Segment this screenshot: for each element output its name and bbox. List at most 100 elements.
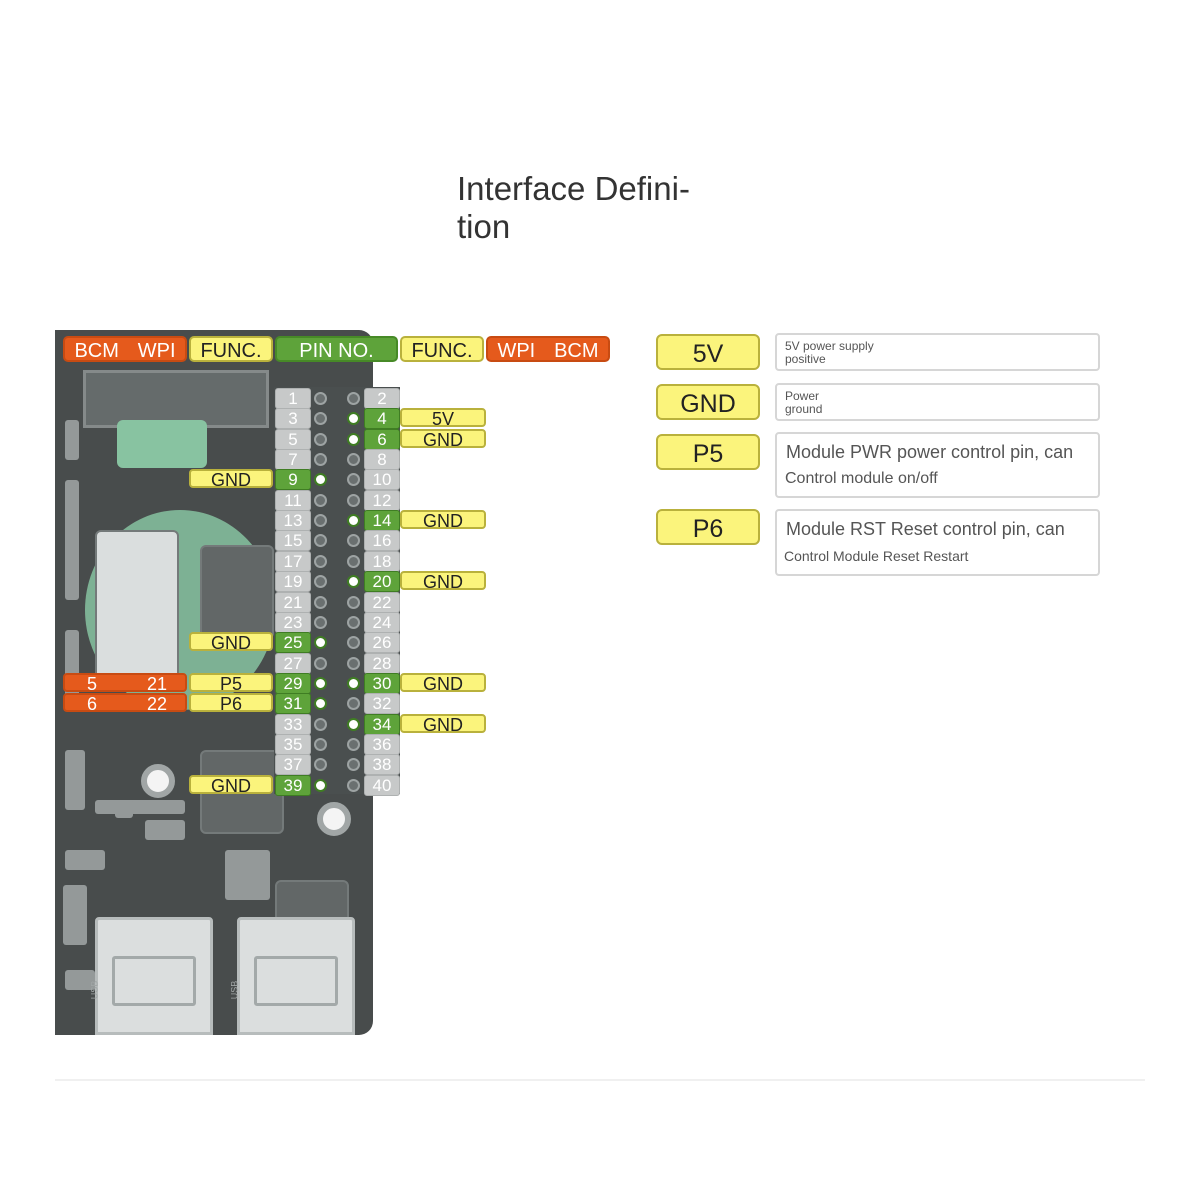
module-chip — [95, 530, 179, 684]
definition-desc-p6: Module RST Reset control pin, can Contro… — [775, 509, 1100, 576]
pin-16: 16 — [364, 530, 400, 551]
pin-12: 12 — [364, 490, 400, 511]
legend-pin-no: PIN NO. — [275, 336, 398, 362]
pin-24: 24 — [364, 612, 400, 633]
pin-6: 6 — [364, 429, 400, 450]
pin-func-label: GND — [189, 632, 273, 653]
definition-key-5v: 5V — [656, 334, 760, 370]
definition-desc-gnd: Power ground — [775, 383, 1100, 421]
pin-connector-dot — [314, 412, 327, 425]
definition-line2: Control module on/off — [785, 470, 938, 487]
pin-connector-dot — [347, 677, 360, 690]
pin-17: 17 — [275, 551, 311, 572]
mounting-hole — [141, 764, 175, 798]
pin-func-label: GND — [400, 510, 486, 531]
board-pad — [225, 850, 270, 900]
pin-connector-dot — [347, 453, 360, 466]
definition-line1: Power — [785, 389, 820, 403]
pin-connector-dot — [314, 758, 327, 771]
pin-connector-dot — [347, 412, 360, 425]
pin-14: 14 — [364, 510, 400, 531]
pin-30: 30 — [364, 673, 400, 694]
pin-7: 7 — [275, 449, 311, 470]
pin-13: 13 — [275, 510, 311, 531]
pin-connector-dot — [347, 738, 360, 751]
pin-connector-dot — [347, 657, 360, 670]
pin-connector-dot — [347, 534, 360, 547]
pin-29: 29 — [275, 673, 311, 694]
pin-connector-dot — [314, 596, 327, 609]
pin-connector-dot — [314, 616, 327, 629]
legend-func-right: FUNC. — [400, 336, 484, 362]
board-pad — [63, 885, 87, 945]
pin-36: 36 — [364, 734, 400, 755]
pin-connector-dot — [347, 758, 360, 771]
definition-line2: positive — [785, 352, 826, 366]
legend-wpi-left: WPI — [137, 340, 176, 362]
board-chip — [200, 545, 274, 639]
bcm-value: 5 — [87, 674, 98, 694]
pin-connector-dot — [314, 657, 327, 670]
pin-33: 33 — [275, 714, 311, 735]
pin-28: 28 — [364, 653, 400, 674]
pin-34: 34 — [364, 714, 400, 735]
pin-26: 26 — [364, 632, 400, 653]
legend-bcm-left: BCM — [74, 340, 119, 362]
pin-func-label: GND — [400, 714, 486, 735]
pin-connector-dot — [314, 433, 327, 446]
board-pad — [65, 850, 105, 870]
pin-func-label: GND — [400, 429, 486, 450]
pin-connector-dot — [347, 473, 360, 486]
pin-22: 22 — [364, 592, 400, 613]
pin-connector-dot — [347, 433, 360, 446]
pin-connector-dot — [347, 555, 360, 568]
pin-connector-dot — [314, 779, 327, 792]
definition-line1: Module RST Reset control pin, can — [786, 519, 1065, 539]
pin-9: 9 — [275, 469, 311, 490]
pin-connector-dot — [347, 636, 360, 649]
board-pad — [65, 970, 95, 990]
pin-15: 15 — [275, 530, 311, 551]
pin-connector-dot — [314, 473, 327, 486]
pin-39: 39 — [275, 775, 311, 796]
definition-line1: Module PWR power control pin, can — [786, 442, 1074, 462]
pin-connector-dot — [347, 779, 360, 792]
pin-connector-dot — [347, 616, 360, 629]
board-pad — [115, 800, 133, 818]
pin-18: 18 — [364, 551, 400, 572]
pin-27: 27 — [275, 653, 311, 674]
divider — [55, 1079, 1145, 1081]
pin-connector-dot — [347, 392, 360, 405]
pin-23: 23 — [275, 612, 311, 633]
pin-connector-dot — [314, 636, 327, 649]
pin-40: 40 — [364, 775, 400, 796]
pin-38: 38 — [364, 754, 400, 775]
pin-func-label: GND — [400, 673, 486, 694]
pin-20: 20 — [364, 571, 400, 592]
bcm-value: 6 — [87, 694, 98, 714]
pin-connector-dot — [347, 697, 360, 710]
pin-connector-dot — [347, 596, 360, 609]
definition-desc-p5: Module PWR power control pin, can Contro… — [775, 432, 1100, 498]
pin-25: 25 — [275, 632, 311, 653]
usb-silk-label: USB — [89, 980, 100, 1000]
pin-func-label: GND — [189, 469, 273, 490]
pin-connector-dot — [347, 575, 360, 588]
usb-port-left — [95, 917, 213, 1035]
definition-key-p6: P6 — [656, 509, 760, 545]
pin-connector-dot — [314, 738, 327, 751]
pin-10: 10 — [364, 469, 400, 490]
definition-line2: Control Module Reset Restart — [784, 548, 969, 564]
pin-connector-dot — [314, 555, 327, 568]
pin-35: 35 — [275, 734, 311, 755]
pin-func-label: GND — [189, 775, 273, 796]
definition-line2: ground — [785, 402, 823, 416]
board-pad — [145, 820, 185, 840]
pin-1: 1 — [275, 388, 311, 409]
usb-port-right — [237, 917, 355, 1035]
pin-connector-dot — [314, 494, 327, 507]
pin-connector-dot — [314, 575, 327, 588]
pin-connector-dot — [314, 697, 327, 710]
